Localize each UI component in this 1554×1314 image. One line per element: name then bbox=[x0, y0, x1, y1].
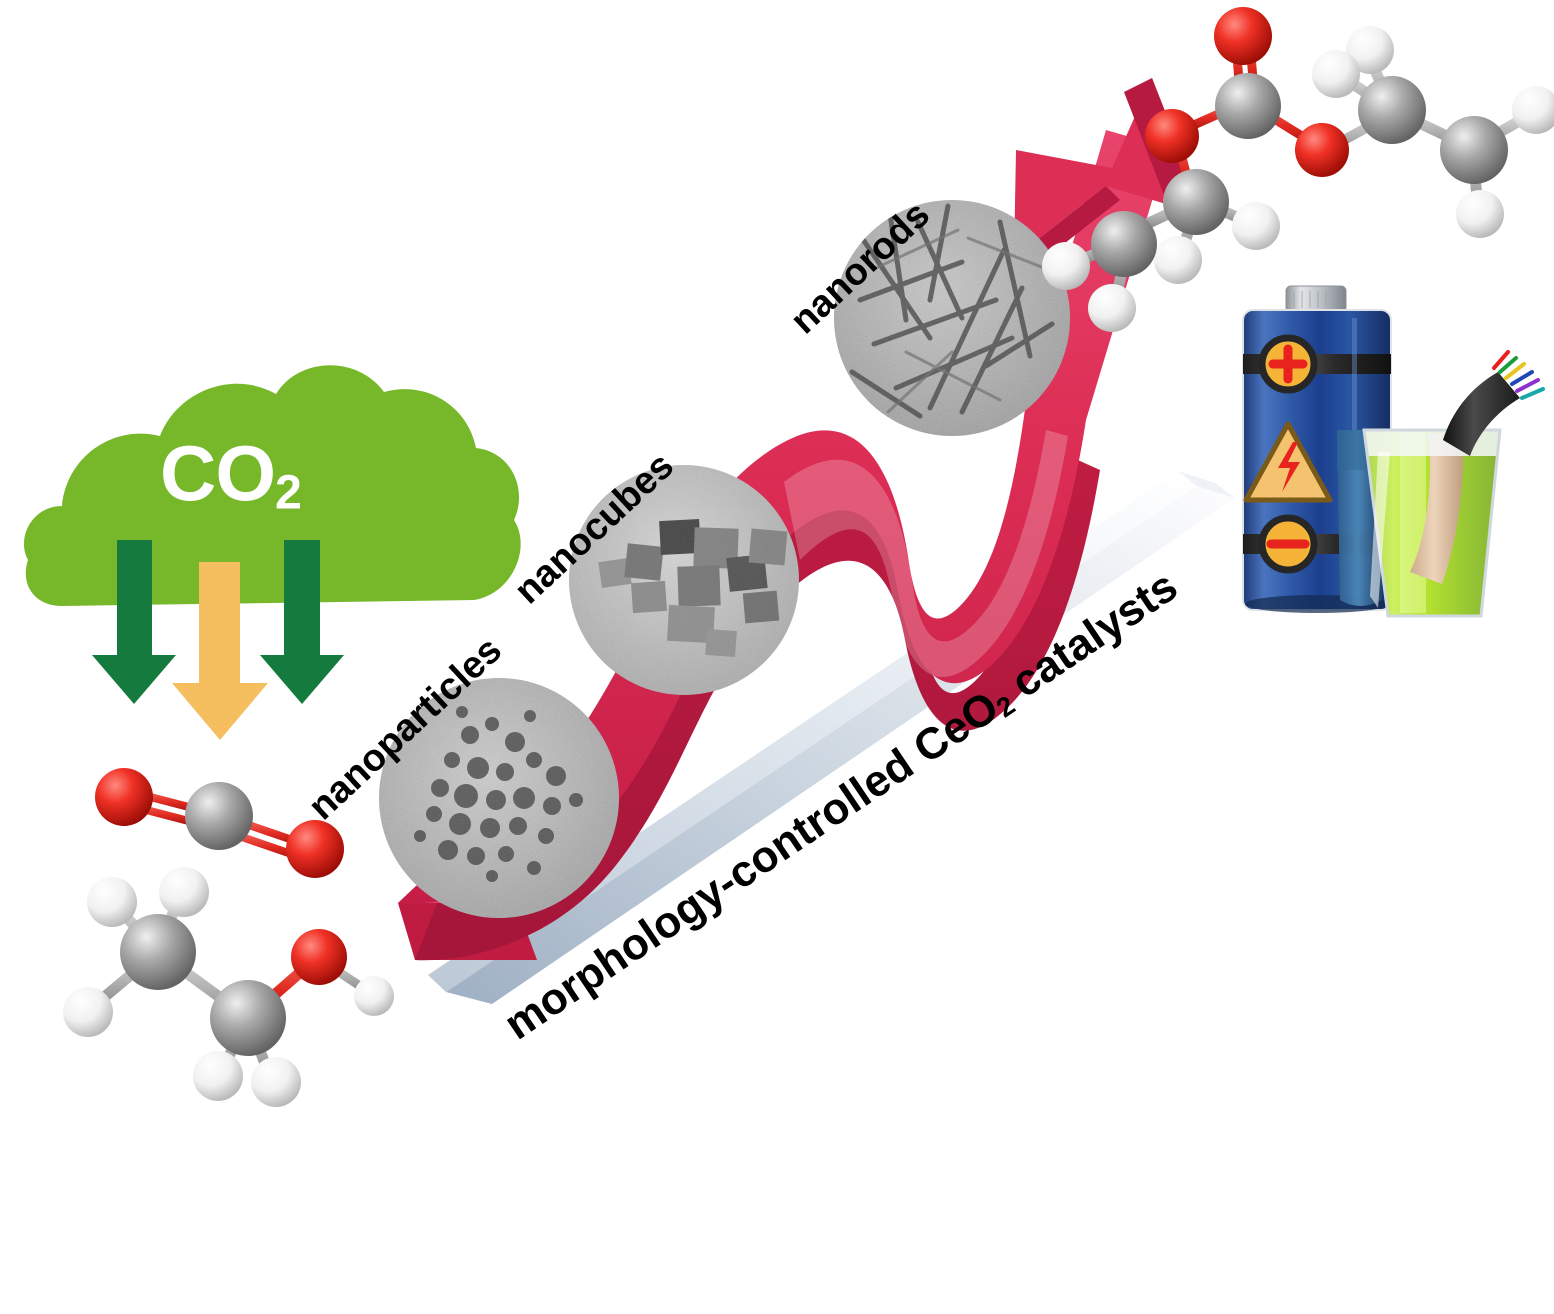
co2-label-text: CO bbox=[160, 429, 276, 517]
molecule-ethanol bbox=[63, 867, 394, 1107]
ribbon-highlight bbox=[784, 430, 1068, 677]
cloud-arrow-left bbox=[92, 540, 176, 704]
hazard-sign bbox=[1243, 421, 1333, 503]
electrolyte-glass bbox=[1362, 428, 1502, 618]
ribbon-wave bbox=[398, 130, 1168, 904]
power-cable bbox=[1443, 350, 1545, 456]
wire-strands bbox=[1492, 350, 1545, 400]
cloud-arrow-right bbox=[260, 540, 344, 704]
tem-nanocubes bbox=[569, 465, 799, 695]
co2-cloud-label: CO2 bbox=[160, 434, 302, 520]
molecule-carbon-dioxide bbox=[95, 768, 344, 878]
cloud-arrow-center bbox=[172, 562, 268, 740]
tem-nanorods bbox=[834, 200, 1070, 436]
plus-icon bbox=[1268, 344, 1308, 384]
molecule-diethyl-carbonate bbox=[1042, 7, 1554, 332]
co2-label-subscript: 2 bbox=[275, 465, 302, 520]
co2-cloud bbox=[12, 350, 521, 740]
battery-cap bbox=[1285, 285, 1347, 313]
tem-nanoparticles bbox=[379, 678, 619, 918]
